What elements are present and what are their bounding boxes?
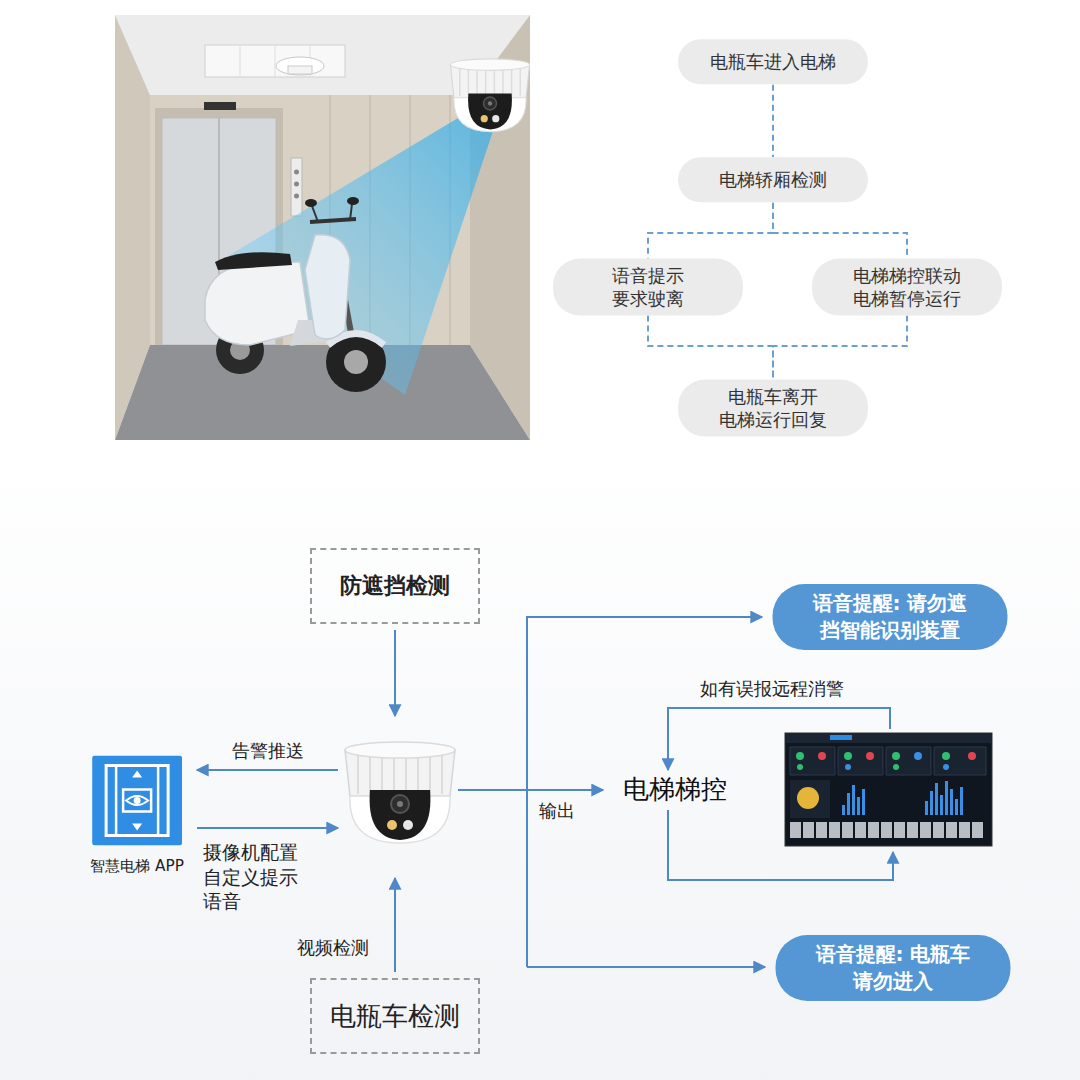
scooter-front-wheel	[326, 332, 386, 392]
status-dot	[968, 752, 976, 760]
node-text: 语音提醒: 电瓶车 请勿进入	[792, 941, 995, 995]
start-pill: 电瓶车进入电梯	[678, 39, 868, 84]
scooter-front-shield	[305, 235, 350, 339]
dashboard-frame	[785, 733, 992, 846]
lower-background	[0, 455, 1080, 1080]
node-text: 语音提示 要求驶离	[612, 264, 684, 311]
scooter-hub	[344, 350, 368, 374]
arrow-line	[394, 630, 396, 716]
detection-box: 电瓶车检测	[310, 978, 480, 1054]
status-dot	[796, 752, 804, 760]
elevator-button	[294, 194, 299, 199]
arrow-label: 输出	[539, 800, 575, 823]
node-text: 智慧电梯 APP	[90, 856, 184, 877]
ceiling-light	[205, 45, 345, 77]
node-text: 电瓶车检测	[330, 999, 460, 1034]
dashed-connector	[772, 85, 774, 158]
arrow-line	[197, 769, 338, 771]
node-text: 防遮挡检测	[340, 571, 450, 601]
node-text: 电瓶车进入电梯	[710, 50, 836, 73]
camera-thumbnails	[790, 822, 983, 838]
status-dot	[943, 764, 949, 770]
dashed-connector	[648, 203, 773, 259]
status-dot	[893, 764, 899, 770]
app-icon-eye	[126, 796, 148, 805]
status-dot	[892, 752, 900, 760]
app-node: 智慧电梯 APP	[90, 756, 184, 877]
status-dot	[845, 764, 851, 770]
bar-chart	[925, 781, 963, 815]
status-dot	[818, 752, 826, 760]
smoke-detector-base	[288, 66, 312, 74]
arrow-label: 告警推送	[232, 740, 304, 763]
arrow-label: 视频检测	[297, 937, 369, 960]
arrow-line	[527, 966, 765, 968]
arrow-label: 摄像机配置 自定义提示 语音	[203, 840, 298, 914]
bar-chart	[842, 785, 865, 815]
end-pill: 电瓶车离开 电梯运行回复	[678, 380, 868, 437]
connector-group	[648, 85, 907, 380]
elevator-illustration	[115, 15, 530, 440]
ai-camera	[345, 742, 455, 843]
smoke-detector	[276, 57, 324, 75]
status-dot	[914, 752, 922, 760]
status-dot	[866, 752, 874, 760]
ceiling-camera	[450, 59, 529, 132]
dashboard-header	[785, 733, 992, 743]
feedback-label: 如有误报远程消警	[700, 678, 844, 701]
elevator-button	[294, 170, 299, 175]
app-icon-arrows	[132, 771, 142, 831]
status-dot	[797, 764, 803, 770]
arrow-line	[394, 878, 396, 972]
app-icon-pupil	[134, 797, 141, 804]
detection-box: 防遮挡检测	[310, 548, 480, 624]
dashed-connector	[773, 315, 907, 379]
dashboard-tiles	[790, 747, 986, 775]
arrow-line	[458, 789, 603, 791]
scooter-seat	[215, 252, 292, 270]
app-icon	[92, 756, 182, 846]
node-text: 电梯轿厢检测	[719, 168, 827, 191]
app-icon-doors	[116, 766, 158, 836]
scooter-mirror-arm	[312, 204, 352, 222]
scooter-mirror	[305, 199, 317, 207]
scooter	[205, 197, 386, 392]
process-pill: 电梯梯控联动 电梯暂停运行	[812, 259, 1002, 316]
scooter-mirror	[347, 197, 359, 205]
status-dot	[844, 752, 852, 760]
control-label: 电梯梯控	[623, 774, 727, 805]
chart-panel	[790, 780, 830, 818]
node-text: 电瓶车离开 电梯运行回复	[719, 385, 827, 432]
voice-alert-pill: 语音提醒: 请勿遮 挡智能识别装置	[773, 584, 1008, 650]
pie-chart	[797, 787, 819, 809]
button-panel	[291, 158, 302, 216]
dashed-connector	[648, 315, 773, 379]
elevator-button	[294, 182, 299, 187]
app-icon-ground	[92, 756, 182, 846]
app-icon-frame	[106, 766, 168, 836]
floor-display	[204, 102, 236, 110]
arrow-line	[527, 617, 762, 967]
node-text: 电梯梯控联动 电梯暂停运行	[853, 264, 961, 311]
process-pill: 电梯轿厢检测	[678, 157, 868, 202]
app-icon-screen	[123, 790, 151, 812]
voice-alert-pill: 语音提醒: 电瓶车 请勿进入	[776, 935, 1011, 1001]
elevator-floor	[115, 345, 530, 440]
dashboard-tab	[830, 735, 852, 740]
node-text: 语音提醒: 请勿遮 挡智能识别装置	[789, 590, 992, 644]
dashboard-screenshot	[785, 733, 992, 846]
process-pill: 语音提示 要求驶离	[553, 259, 743, 316]
dashed-connector	[773, 203, 907, 259]
arrow-line	[197, 827, 338, 829]
status-dot	[942, 752, 950, 760]
